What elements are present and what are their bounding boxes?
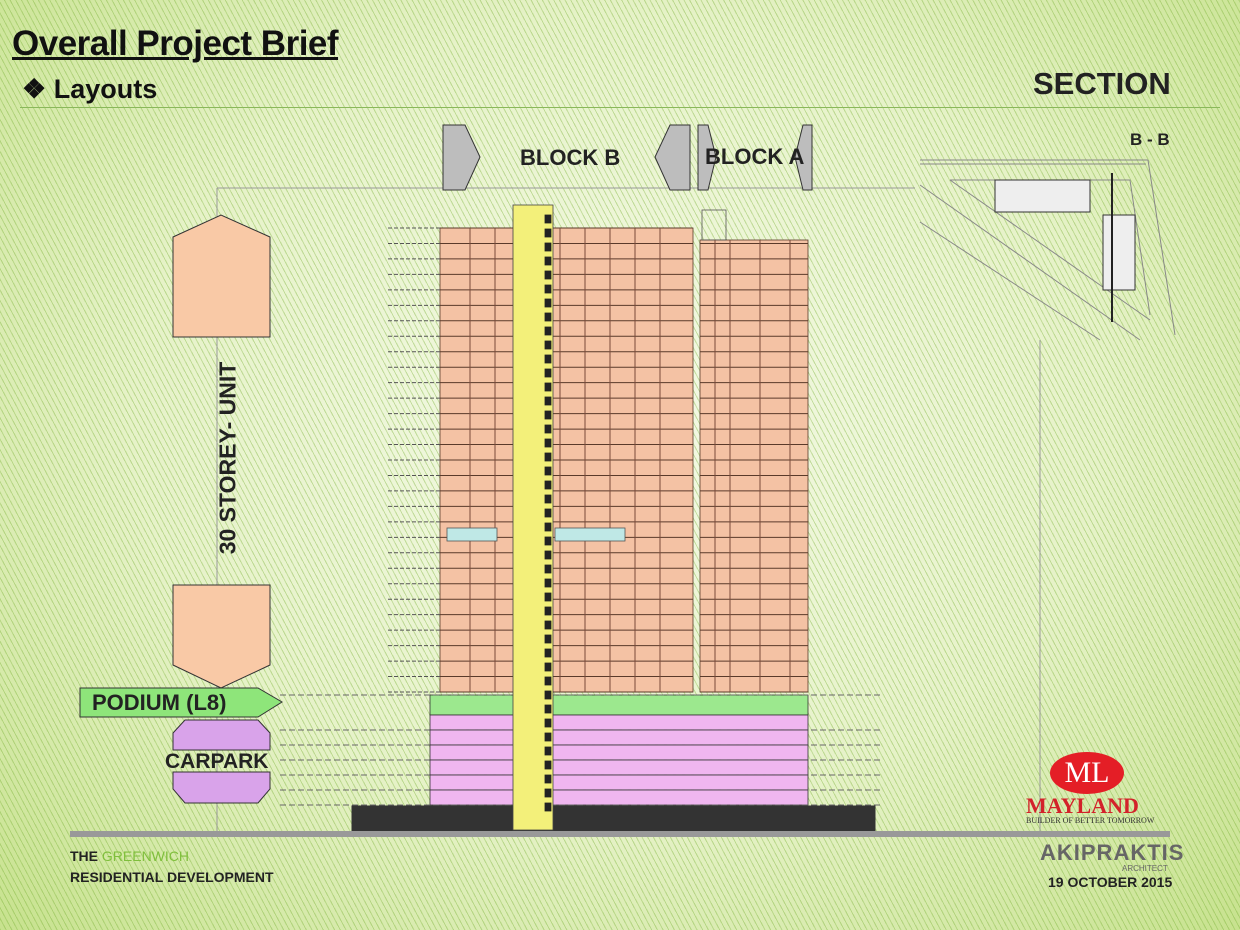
carpark-level	[429, 714, 809, 731]
core-window	[544, 634, 552, 644]
bullet-icon: ❖	[22, 74, 47, 104]
core-window	[544, 508, 552, 518]
block-b-arrow-left	[654, 124, 691, 191]
core-window	[544, 648, 552, 658]
core-window	[544, 522, 552, 532]
key-plan	[919, 159, 1176, 341]
key-plan-label: B - B	[1130, 130, 1170, 149]
block-b-arrow-right	[442, 124, 481, 191]
carpark-symbol-top	[172, 719, 271, 751]
ground-line	[70, 831, 1170, 837]
subtitle: ❖ Layouts	[22, 74, 157, 105]
core-window	[544, 396, 552, 406]
subtitle-text: Layouts	[53, 74, 158, 104]
carpark-level	[429, 774, 809, 791]
core-window	[544, 466, 552, 476]
block-a-arrow-left	[794, 124, 813, 191]
carpark-symbol-bottom	[172, 771, 271, 804]
core-window	[544, 746, 552, 756]
podium-arrow	[79, 687, 283, 718]
core-window	[544, 620, 552, 630]
page-title: Overall Project Brief	[12, 24, 339, 63]
key-plan-block-b	[994, 179, 1091, 213]
core-window	[544, 480, 552, 490]
core-window	[544, 592, 552, 602]
core-window	[544, 242, 552, 252]
foundation-base	[351, 805, 876, 833]
architect-sub: ARCHITECT	[1122, 864, 1168, 873]
refuge-floor-band	[446, 527, 498, 542]
podium-label-box: PODIUM (L8)	[80, 688, 280, 717]
core-window	[544, 676, 552, 686]
core-window	[544, 452, 552, 462]
core-window	[544, 382, 552, 392]
roof-structure	[701, 209, 727, 241]
project-the: THE	[70, 848, 98, 864]
core-window	[544, 214, 552, 224]
project-subtitle: RESIDENTIAL DEVELOPMENT	[70, 869, 274, 885]
tower-block-a	[699, 239, 809, 693]
core-window	[544, 424, 552, 434]
core-window	[544, 774, 552, 784]
block-a-label: BLOCK A	[705, 144, 805, 169]
core-window	[544, 704, 552, 714]
core-window	[544, 326, 552, 336]
core-window	[544, 662, 552, 672]
carpark-level	[429, 729, 809, 746]
core-window	[544, 284, 552, 294]
carpark-level	[429, 759, 809, 776]
core-window	[544, 298, 552, 308]
core-window	[544, 256, 552, 266]
carpark-level	[429, 789, 809, 806]
block-b-label: BLOCK B	[520, 145, 621, 170]
core-window	[544, 354, 552, 364]
architect-name: AKIPRAKTIS	[1040, 840, 1185, 865]
core-window	[544, 788, 552, 798]
project-name: THE GREENWICH RESIDENTIAL DEVELOPMENT	[70, 846, 274, 888]
core-window	[544, 718, 552, 728]
core-window	[544, 368, 552, 378]
core-window	[544, 438, 552, 448]
podium-floor	[429, 694, 809, 716]
storey-symbol-bottom	[172, 584, 271, 689]
core-window	[544, 802, 552, 812]
core-window	[544, 340, 552, 350]
core-window	[544, 228, 552, 238]
section-label: SECTION	[1033, 66, 1171, 101]
project-title: GREENWICH	[101, 848, 190, 864]
core-window	[544, 270, 552, 280]
core-window	[544, 690, 552, 700]
storey-symbol-top	[172, 214, 271, 338]
mayland-logo-monogram: ML	[1050, 752, 1124, 794]
core-window	[544, 732, 552, 742]
mayland-logo-name: MAYLAND	[1026, 793, 1139, 818]
core-window	[544, 312, 552, 322]
block-a-arrow-right	[697, 124, 717, 191]
carpark-level	[429, 744, 809, 761]
storey-label: 30 STOREY- UNIT	[214, 361, 241, 555]
mayland-tagline: BUILDER OF BETTER TOMORROW	[1026, 816, 1155, 825]
refuge-floor-band	[554, 527, 626, 542]
key-plan-block-a	[1102, 214, 1136, 291]
podium-label: PODIUM (L8)	[92, 690, 227, 715]
core-window	[544, 494, 552, 504]
presentation-date: 19 OCTOBER 2015	[1048, 874, 1173, 890]
core-window	[544, 760, 552, 770]
core-window	[544, 536, 552, 546]
core-window	[544, 550, 552, 560]
core-window	[544, 578, 552, 588]
header-divider	[20, 107, 1220, 108]
core-window	[544, 410, 552, 420]
core-window	[544, 564, 552, 574]
carpark-label: CARPARK	[165, 750, 269, 773]
core-window	[544, 606, 552, 616]
building-section	[280, 204, 880, 831]
